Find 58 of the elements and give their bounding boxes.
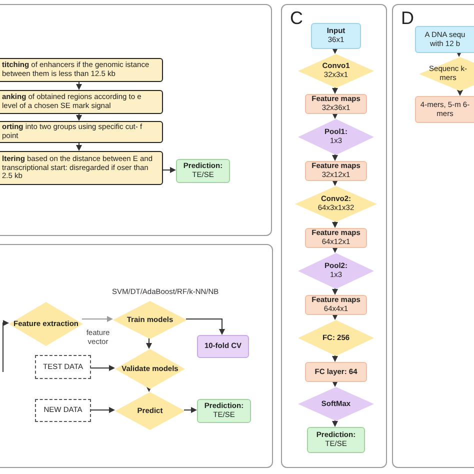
arrow — [90, 365, 115, 371]
feature-map-box — [305, 228, 367, 248]
arrow — [332, 220, 338, 228]
arrow — [82, 316, 113, 322]
layer-diamond — [295, 186, 377, 222]
panel-letter: D — [401, 9, 414, 27]
panel-letter: C — [290, 9, 303, 27]
arrow — [162, 167, 176, 173]
arrow — [332, 354, 338, 362]
arrow — [332, 314, 338, 320]
arrow — [186, 318, 225, 335]
feature-map-box — [305, 161, 367, 181]
layer-diamond — [298, 119, 374, 155]
panel-frame — [392, 4, 474, 468]
input-box — [311, 23, 361, 49]
arrow — [184, 407, 197, 413]
arrow — [76, 112, 82, 121]
arrow — [332, 48, 338, 54]
process-box — [0, 121, 163, 143]
layer-diamond — [298, 54, 374, 88]
layer-diamond — [298, 253, 374, 289]
arrow — [2, 320, 9, 372]
process-box — [0, 90, 163, 114]
panel-frame — [0, 4, 272, 236]
process-box — [0, 151, 163, 185]
arrow — [332, 180, 338, 186]
data-box — [35, 355, 91, 379]
arrow — [76, 80, 82, 90]
decision-diamond — [9, 302, 83, 346]
feature-map-box — [305, 94, 367, 114]
decision-diamond — [115, 349, 185, 389]
arrow — [332, 420, 338, 427]
layer-box — [305, 362, 367, 382]
arrow — [332, 288, 338, 295]
result-box — [307, 427, 365, 453]
arrow — [332, 246, 338, 253]
result-box — [176, 159, 230, 183]
arrow — [332, 112, 338, 119]
layer-diamond — [298, 320, 374, 356]
arrow — [332, 154, 338, 161]
arrow — [332, 380, 338, 387]
decision-diamond — [115, 392, 185, 430]
panel-frame — [281, 4, 387, 468]
arrow — [332, 86, 338, 94]
data-box — [35, 399, 91, 422]
result-box — [197, 399, 251, 423]
arrow — [457, 90, 463, 96]
arrow — [146, 386, 152, 392]
arrow — [90, 407, 115, 413]
process-box — [0, 58, 163, 82]
arrow — [146, 338, 152, 349]
arrow — [456, 51, 462, 57]
arrow — [76, 142, 82, 151]
panel-frame — [0, 244, 273, 468]
layer-diamond — [298, 387, 374, 421]
feature-map-box — [305, 295, 367, 315]
decision-diamond — [113, 301, 187, 339]
result-box — [197, 335, 249, 358]
